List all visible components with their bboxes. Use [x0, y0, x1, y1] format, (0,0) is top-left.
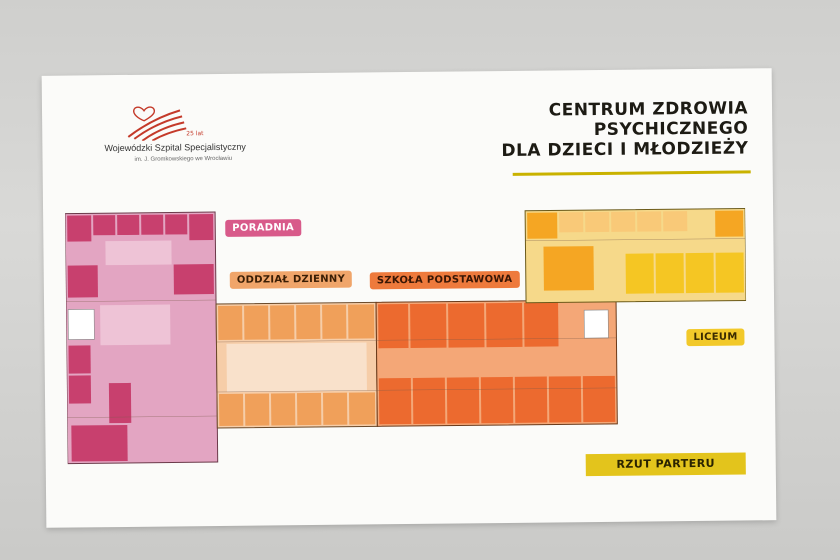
room	[715, 210, 744, 237]
room	[378, 377, 412, 425]
room	[270, 393, 296, 426]
title-underline	[512, 170, 751, 176]
room	[67, 215, 92, 242]
label-liceum: LICEUM	[686, 328, 745, 347]
room	[296, 392, 322, 426]
room	[68, 375, 92, 404]
room	[543, 246, 594, 291]
dzienny-hall	[226, 342, 367, 392]
room	[173, 264, 214, 295]
room	[71, 424, 128, 462]
room	[378, 304, 409, 349]
room	[663, 211, 688, 232]
anniversary-badge: 25 lat	[186, 130, 204, 138]
heart-logo-icon	[127, 106, 187, 141]
room	[93, 215, 116, 236]
szkola-rooms	[378, 302, 616, 425]
label-szkola-podstawowa: SZKOŁA PODSTAWOWA	[369, 270, 520, 290]
staircase	[583, 309, 609, 339]
plan-title-badge: RZUT PARTERU	[585, 452, 746, 477]
title-line-3: DLA DZIECI I MŁODZIEŻY	[501, 138, 749, 162]
hospital-name: Wojewódzki Szpital Specjalistyczny	[104, 141, 246, 154]
poster-title: CENTRUM ZDROWIA PSYCHICZNEGO DLA DZIECI …	[501, 98, 749, 162]
room	[100, 304, 171, 346]
title-line-2: PSYCHICZNEGO	[593, 118, 749, 141]
room	[141, 214, 164, 235]
room	[117, 214, 140, 236]
title-line-1: CENTRUM ZDROWIA	[548, 98, 749, 121]
wall-lines	[66, 238, 746, 418]
room	[448, 303, 485, 348]
dzienny-rooms	[218, 304, 376, 426]
room	[296, 304, 321, 340]
poradnia-rooms	[67, 214, 214, 462]
room	[559, 212, 584, 233]
room	[218, 305, 243, 340]
room	[165, 214, 188, 235]
room	[637, 211, 662, 232]
floor-plan	[65, 207, 747, 465]
room	[322, 392, 348, 425]
room	[412, 377, 446, 424]
room	[322, 304, 347, 339]
room	[68, 345, 91, 374]
room	[348, 392, 376, 425]
room	[446, 377, 480, 424]
liceum-rooms	[527, 210, 744, 294]
room	[480, 376, 514, 424]
room	[655, 253, 684, 294]
hospital-subtitle: im. J. Gromkowskiego we Wrocławiu	[134, 155, 233, 163]
hospital-logo: 25 lat Wojewódzki Szpital Specjalistyczn…	[104, 100, 255, 163]
room	[218, 393, 244, 426]
staircase	[67, 308, 95, 340]
room	[410, 303, 447, 348]
room	[108, 382, 132, 424]
room	[527, 212, 558, 239]
room	[611, 211, 636, 232]
floor-plan-poster: 25 lat Wojewódzki Szpital Specjalistyczn…	[41, 68, 777, 528]
room	[514, 376, 548, 423]
room	[189, 214, 214, 241]
room	[244, 393, 270, 426]
room	[105, 240, 172, 266]
room	[625, 253, 654, 294]
room	[715, 252, 744, 293]
room	[348, 304, 375, 339]
room	[582, 375, 616, 423]
room	[486, 302, 523, 348]
room	[585, 211, 610, 233]
room	[270, 305, 295, 340]
label-poradnia: PORADNIA	[225, 219, 302, 237]
room	[524, 302, 559, 347]
room	[67, 265, 98, 298]
room	[548, 376, 582, 423]
label-oddzial-dzienny: ODDZIAŁ DZIENNY	[229, 270, 353, 289]
room	[244, 305, 269, 340]
room	[685, 252, 714, 294]
